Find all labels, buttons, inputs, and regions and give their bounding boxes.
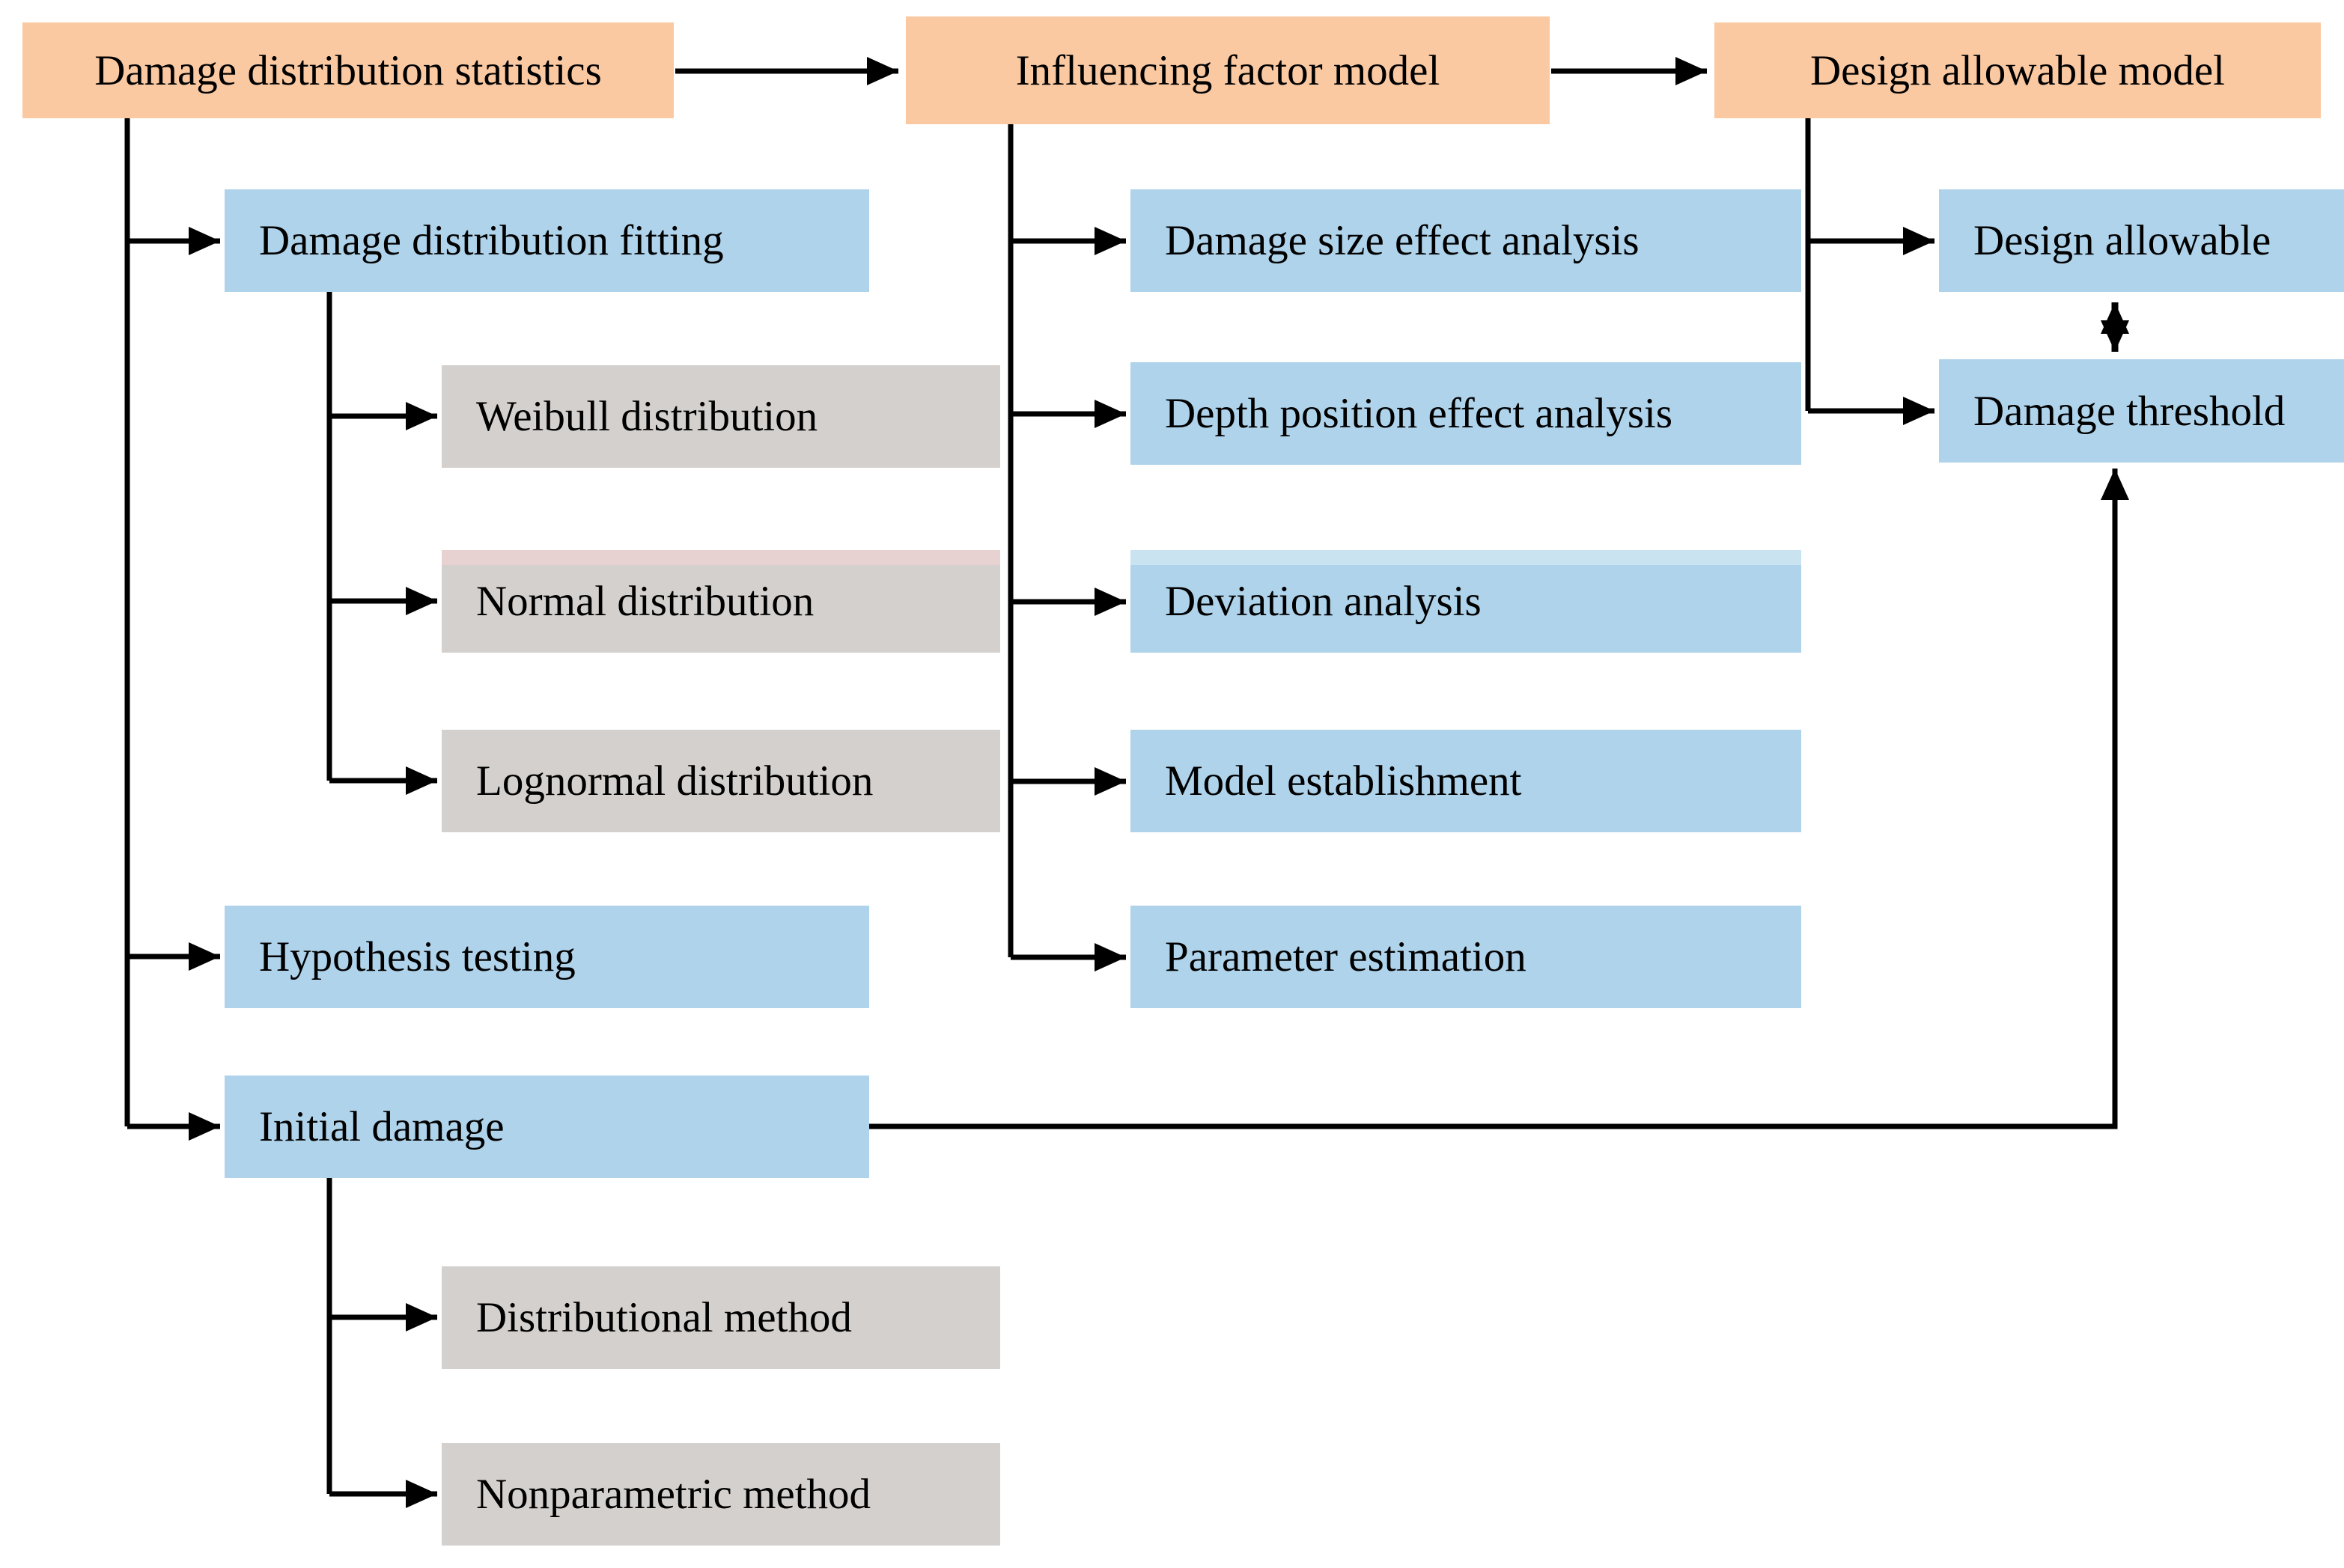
node-label: Depth position effect analysis <box>1165 390 1673 437</box>
node-damage-distribution-fitting: Damage distribution fitting <box>225 189 869 292</box>
node-parameter-estimation: Parameter estimation <box>1130 906 1801 1008</box>
node-hypothesis-testing: Hypothesis testing <box>225 906 869 1008</box>
node-depth-position-effect-analysis: Depth position effect analysis <box>1130 362 1801 465</box>
node-label: Design allowable <box>1973 217 2271 264</box>
node-label: Model establishment <box>1165 757 1522 805</box>
node-model-establishment: Model establishment <box>1130 730 1801 832</box>
node-label: Deviation analysis <box>1165 578 1482 625</box>
node-lognormal-distribution: Lognormal distribution <box>442 730 1000 832</box>
node-design-allowable-model: Design allowable model <box>1714 22 2321 118</box>
node-initial-damage: Initial damage <box>225 1076 869 1178</box>
node-weibull-distribution: Weibull distribution <box>442 365 1000 468</box>
node-influencing-factor-model: Influencing factor model <box>906 16 1550 124</box>
node-damage-distribution-statistics: Damage distribution statistics <box>22 22 674 118</box>
node-label: Weibull distribution <box>476 393 818 440</box>
node-label: Damage distribution fitting <box>259 217 724 264</box>
node-label: Nonparametric method <box>476 1471 871 1518</box>
node-label: Parameter estimation <box>1165 933 1526 980</box>
node-label: Damage size effect analysis <box>1165 217 1640 264</box>
node-normal-distribution: Normal distribution <box>442 550 1000 653</box>
node-damage-threshold: Damage threshold <box>1939 359 2344 463</box>
node-label: Damage threshold <box>1973 387 2286 435</box>
node-label: Initial damage <box>259 1103 505 1150</box>
node-label: Design allowable model <box>1809 46 2226 94</box>
node-label: Normal distribution <box>476 578 815 625</box>
node-label: Hypothesis testing <box>259 933 576 980</box>
node-design-allowable: Design allowable <box>1939 189 2344 292</box>
node-label: Distributional method <box>476 1294 852 1341</box>
node-label: Influencing factor model <box>1015 46 1440 94</box>
node-distributional-method: Distributional method <box>442 1266 1000 1369</box>
node-damage-size-effect-analysis: Damage size effect analysis <box>1130 189 1801 292</box>
node-label: Lognormal distribution <box>476 757 874 805</box>
node-deviation-analysis: Deviation analysis <box>1130 550 1801 653</box>
node-nonparametric-method: Nonparametric method <box>442 1443 1000 1546</box>
node-label: Damage distribution statistics <box>94 46 602 94</box>
